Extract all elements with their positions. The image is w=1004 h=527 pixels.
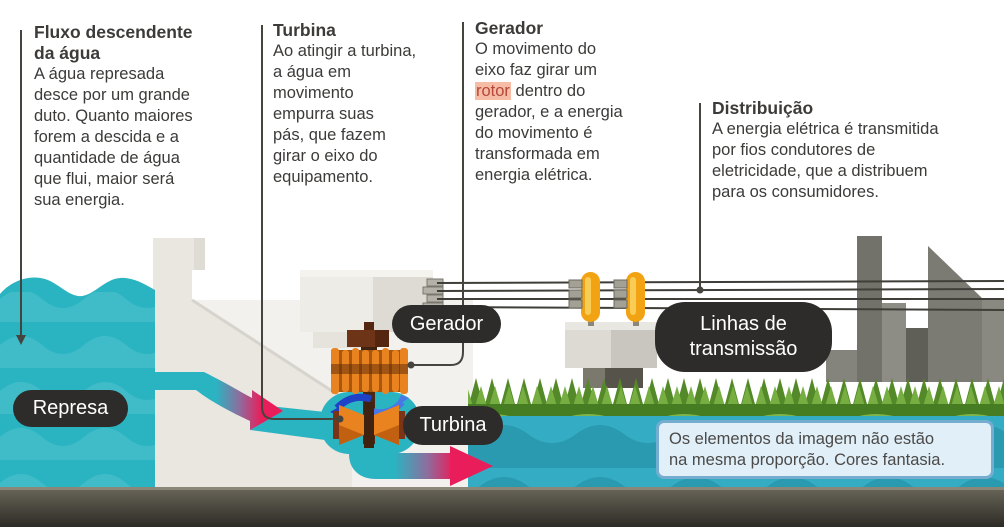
leader-distribution [696,103,704,294]
leader-generator [407,22,464,369]
label-represa: Represa [13,390,128,427]
label-turbina: Turbina [403,406,503,445]
label-gerador: Gerador [392,305,501,343]
label-linhas-transmissao: Linhas de transmissão [655,302,832,372]
reservoir-water [0,277,155,487]
insulator-icon [581,272,645,322]
annotation-generator-title: Gerador [475,18,544,38]
penstock-flow-arrow [150,372,283,430]
leader-reservoir [16,30,26,345]
annotation-distribution-body: A energia elétrica é transmitida por fio… [712,120,939,201]
annotation-generator: Gerador O movimento do eixo faz girar um… [475,18,675,186]
annotation-turbine-body: Ao atingir a turbina, a água em moviment… [273,42,417,186]
annotation-turbine: Turbina Ao atingir a turbina, a água em … [273,20,448,188]
outflow [349,436,493,486]
city-skyline [826,236,1004,382]
rotor-highlight: rotor [475,82,511,100]
turbine-graphic [333,402,405,448]
annotation-generator-body: O movimento do eixo faz girar um rotor d… [475,40,623,184]
annotation-flow-body: A água represada desce por um grande dut… [34,65,193,209]
leader-turbine [261,25,344,423]
annotation-turbine-title: Turbina [273,20,336,40]
annotation-flow: Fluxo descendente da água A água represa… [34,22,246,211]
outflow-arrow-icon [450,446,493,486]
wire-clamps [568,279,628,309]
leader-lines [16,22,704,423]
annotation-distribution-title: Distribuição [712,98,814,118]
disclaimer-note: Os elementos da imagem não estão na mesm… [656,420,994,479]
annotation-distribution: Distribuição A energia elétrica é transm… [712,98,1002,203]
ground [0,487,1004,527]
annotation-flow-title: Fluxo descendente da água [34,22,193,63]
generator-graphic [331,322,408,444]
